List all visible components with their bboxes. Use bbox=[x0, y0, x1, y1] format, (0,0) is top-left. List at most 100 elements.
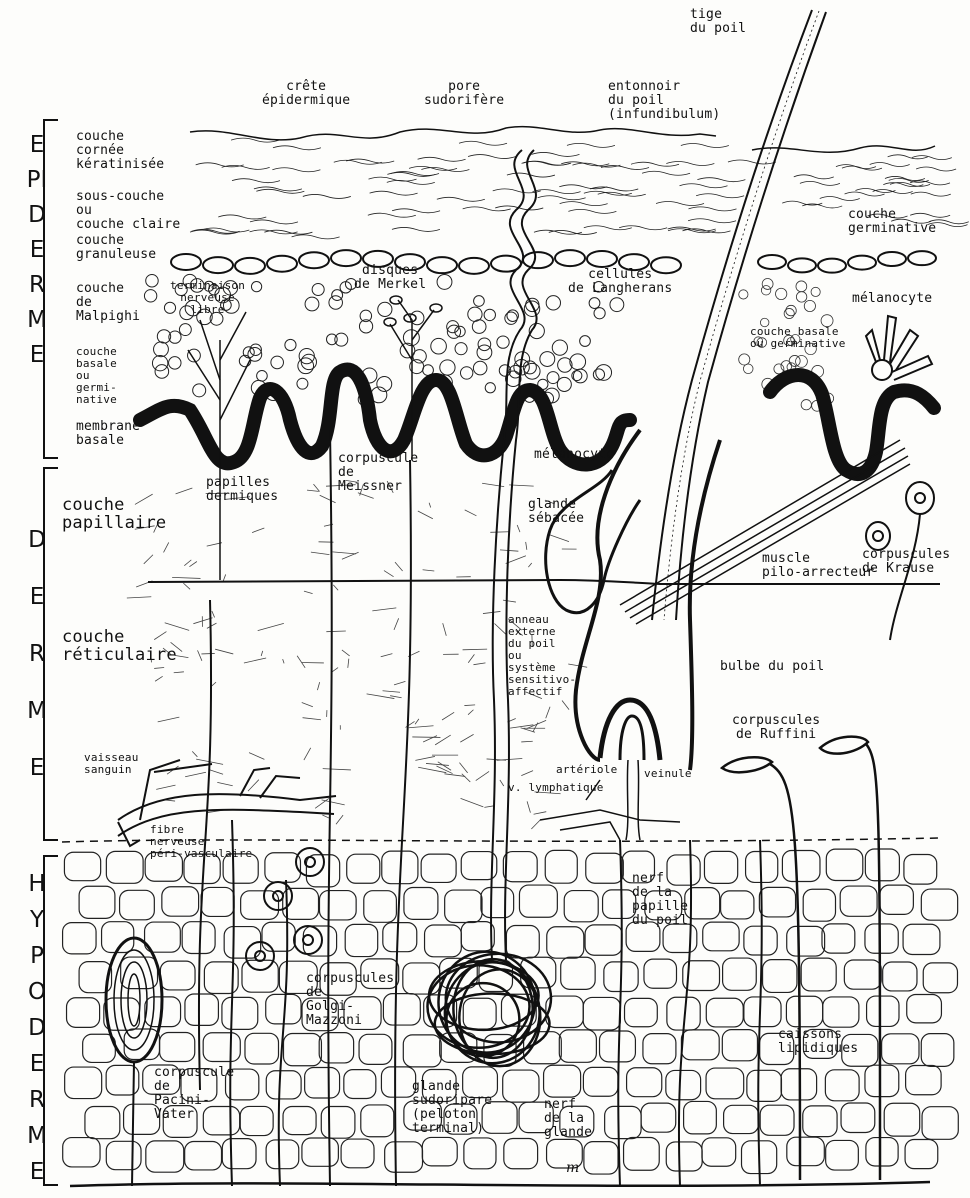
dermal-fiber bbox=[381, 654, 393, 657]
fat-cell bbox=[865, 849, 899, 881]
corneum-stroke bbox=[820, 197, 860, 201]
epidermal-cell bbox=[297, 378, 308, 389]
granular-cell bbox=[299, 252, 329, 268]
fat-cell bbox=[242, 960, 278, 992]
corneum-stroke bbox=[802, 204, 842, 208]
fat-cell bbox=[403, 963, 440, 994]
dermal-fiber bbox=[283, 659, 284, 663]
fat-cell bbox=[625, 998, 658, 1026]
corneum-stroke bbox=[689, 207, 737, 211]
dermal-fiber bbox=[500, 780, 504, 786]
fat-cell bbox=[724, 1105, 759, 1133]
fat-cell bbox=[182, 922, 215, 954]
epidermal-cell bbox=[477, 345, 492, 360]
granular-cell bbox=[171, 254, 201, 270]
dermal-fiber bbox=[468, 654, 474, 662]
label-tige-du-poil: tige du poil bbox=[690, 8, 746, 36]
epidermal-cell bbox=[589, 298, 600, 309]
dermal-fiber bbox=[333, 552, 356, 554]
bulb-papilla bbox=[620, 716, 644, 760]
epidermis-surface bbox=[190, 127, 716, 140]
label-muscle-pilo-arrecteur: muscle pilo-arrecteur bbox=[762, 552, 874, 580]
dermal-fiber bbox=[176, 488, 193, 494]
granular-cell bbox=[427, 257, 457, 273]
dermal-fiber bbox=[154, 668, 164, 669]
dermal-fiber bbox=[423, 570, 435, 571]
dermal-fiber bbox=[155, 676, 163, 681]
fat-cell bbox=[723, 958, 757, 990]
dermal-fiber bbox=[394, 618, 399, 630]
dermal-fiber bbox=[483, 611, 500, 613]
dermal-fiber bbox=[463, 649, 488, 650]
corneum-stroke bbox=[392, 227, 440, 231]
fat-cell bbox=[403, 1035, 441, 1067]
fat-cell bbox=[265, 853, 301, 882]
epidermal-cell bbox=[474, 296, 485, 307]
dermal-fiber bbox=[429, 503, 431, 508]
dermal-fiber bbox=[418, 767, 446, 772]
epidermal-cell bbox=[580, 336, 591, 347]
epidermal-cell bbox=[312, 283, 324, 295]
fat-cell bbox=[519, 885, 557, 917]
fat-cell bbox=[83, 1034, 116, 1062]
fat-cell bbox=[63, 923, 96, 954]
label-nerf-de-la-papille: nerf de la papille du poil bbox=[632, 872, 688, 928]
nerve-fiber bbox=[618, 840, 621, 1186]
epidermal-cell bbox=[801, 400, 811, 410]
fat-cell bbox=[481, 887, 514, 917]
corneum-stroke bbox=[370, 191, 418, 195]
dermal-fiber bbox=[326, 631, 345, 632]
fat-cell bbox=[760, 1105, 794, 1135]
dermal-fiber bbox=[465, 510, 477, 516]
corneum-stroke bbox=[794, 175, 834, 179]
dermal-fiber bbox=[261, 651, 263, 656]
label-glande-sudoripare: glande sudoripare (peloton terminal) bbox=[412, 1080, 492, 1136]
epidermal-cell bbox=[460, 367, 472, 379]
follicle-wall-left bbox=[575, 430, 640, 760]
dermal-fiber bbox=[217, 782, 232, 785]
fat-cell bbox=[782, 851, 820, 882]
fat-cell bbox=[681, 1030, 719, 1060]
fat-cell bbox=[644, 959, 677, 988]
epidermal-cell bbox=[152, 355, 167, 370]
fat-cell bbox=[747, 1070, 782, 1101]
epidermal-cell bbox=[329, 296, 343, 310]
fat-cell bbox=[666, 1070, 701, 1099]
fat-cell bbox=[883, 962, 917, 991]
fat-cell bbox=[759, 887, 795, 917]
fat-cell bbox=[185, 1142, 222, 1170]
fat-cell bbox=[79, 886, 115, 918]
epidermal-cell bbox=[552, 340, 567, 355]
label-couche-papillaire: couche papillaire bbox=[62, 496, 166, 532]
dermal-fiber bbox=[322, 815, 329, 818]
granular-layer-cells bbox=[171, 250, 936, 274]
epidermal-cell bbox=[332, 290, 343, 301]
epidermal-cell bbox=[524, 363, 540, 379]
epidermal-cell bbox=[179, 324, 191, 336]
dermal-fiber bbox=[476, 771, 489, 780]
dermal-fiber bbox=[320, 495, 336, 503]
fat-cell bbox=[503, 1070, 539, 1102]
fat-cell bbox=[303, 926, 336, 956]
fat-cell bbox=[422, 1137, 457, 1165]
epidermal-cell bbox=[305, 297, 319, 311]
fat-cell bbox=[240, 1106, 273, 1135]
dermal-fiber bbox=[156, 785, 175, 789]
dermal-fiber bbox=[468, 710, 473, 715]
label-corpuscules-de-krause: corpuscules de Krause bbox=[862, 548, 950, 576]
label-pore-sudorifere: pore sudorifère bbox=[424, 80, 504, 108]
dermal-fiber bbox=[207, 623, 217, 628]
fat-cell bbox=[65, 1067, 102, 1098]
granular-cell bbox=[848, 256, 876, 270]
corneum-stroke bbox=[409, 166, 457, 170]
fat-cell bbox=[347, 854, 380, 883]
corneum-stroke bbox=[437, 197, 485, 201]
fat-cell bbox=[643, 1034, 676, 1064]
dermal-fiber bbox=[209, 770, 223, 775]
corneum-stroke bbox=[560, 202, 608, 206]
fat-cell bbox=[584, 1142, 618, 1174]
label-nerf-de-la-glande: nerf de la glande bbox=[544, 1098, 592, 1140]
fat-cell bbox=[744, 997, 781, 1027]
dermal-fiber bbox=[394, 681, 405, 684]
corneum-stroke bbox=[493, 189, 541, 193]
